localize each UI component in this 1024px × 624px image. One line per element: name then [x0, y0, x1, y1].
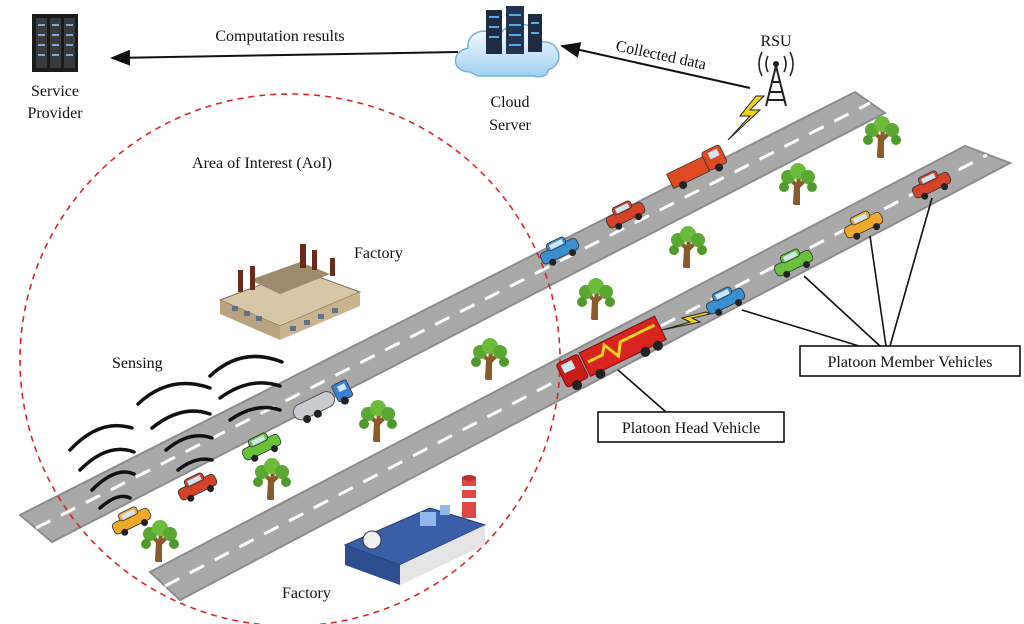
cloud-server-icon: [454, 6, 560, 78]
lightning-bolt-icon: [727, 95, 766, 141]
car-icon: [111, 506, 152, 536]
factory-bottom-icon: [343, 475, 487, 585]
car-icon: [539, 236, 580, 266]
head-connector-line: [617, 369, 667, 413]
trees: [141, 116, 901, 562]
car-icon: [241, 432, 282, 462]
sensing-label: Sensing: [112, 355, 163, 372]
truck-icon: [292, 379, 354, 424]
upper-road: [18, 90, 887, 544]
car-icon: [773, 248, 814, 278]
factory-top-icon: [218, 244, 362, 340]
rsu-label: RSU: [760, 33, 792, 50]
area-of-interest-label: Area of Interest (AoI): [192, 155, 332, 172]
car-icon: [705, 286, 746, 316]
server-rack-icon: [32, 14, 78, 72]
vehicles: [111, 144, 952, 536]
rsu-antenna-icon: [758, 51, 794, 107]
tree-icon: [779, 163, 817, 205]
platoon-member-label: Platoon Member Vehicles: [827, 354, 992, 371]
sensing-waves: [68, 354, 284, 510]
factory-top-label: Factory: [354, 245, 403, 262]
platoon-member-box: Platoon Member Vehicles: [799, 345, 1021, 377]
platoon-head-truck-icon: [556, 315, 667, 391]
computation-results-arrow: [110, 49, 459, 66]
collected-data-arrow: [560, 42, 751, 89]
truck-icon: [666, 144, 727, 190]
car-icon: [605, 200, 646, 230]
tree-icon: [471, 338, 509, 380]
v2v-lightning-icon: [661, 311, 712, 331]
member-connector-lines: [741, 197, 933, 351]
platoon-head-label: Platoon Head Vehicle: [622, 420, 760, 437]
tree-icon: [577, 278, 615, 320]
cloud-server-label-line2: Server: [489, 117, 531, 134]
factory-bottom-label: Factory: [282, 585, 331, 602]
tree-icon: [141, 520, 179, 562]
service-provider-label-line1: Service: [31, 83, 79, 100]
tree-icon: [863, 116, 901, 158]
car-icon: [177, 472, 218, 502]
tree-icon: [253, 458, 291, 500]
platoon-head-box: Platoon Head Vehicle: [597, 411, 785, 443]
aoi-boundary: [19, 93, 561, 624]
cloud-server-label-line1: Cloud: [490, 94, 529, 111]
car-icon: [911, 170, 952, 200]
car-icon: [843, 210, 884, 240]
tree-icon: [669, 226, 707, 268]
computation-results-label: Computation results: [215, 28, 344, 45]
service-provider-label-line2: Provider: [27, 105, 83, 122]
tree-icon: [359, 400, 397, 442]
